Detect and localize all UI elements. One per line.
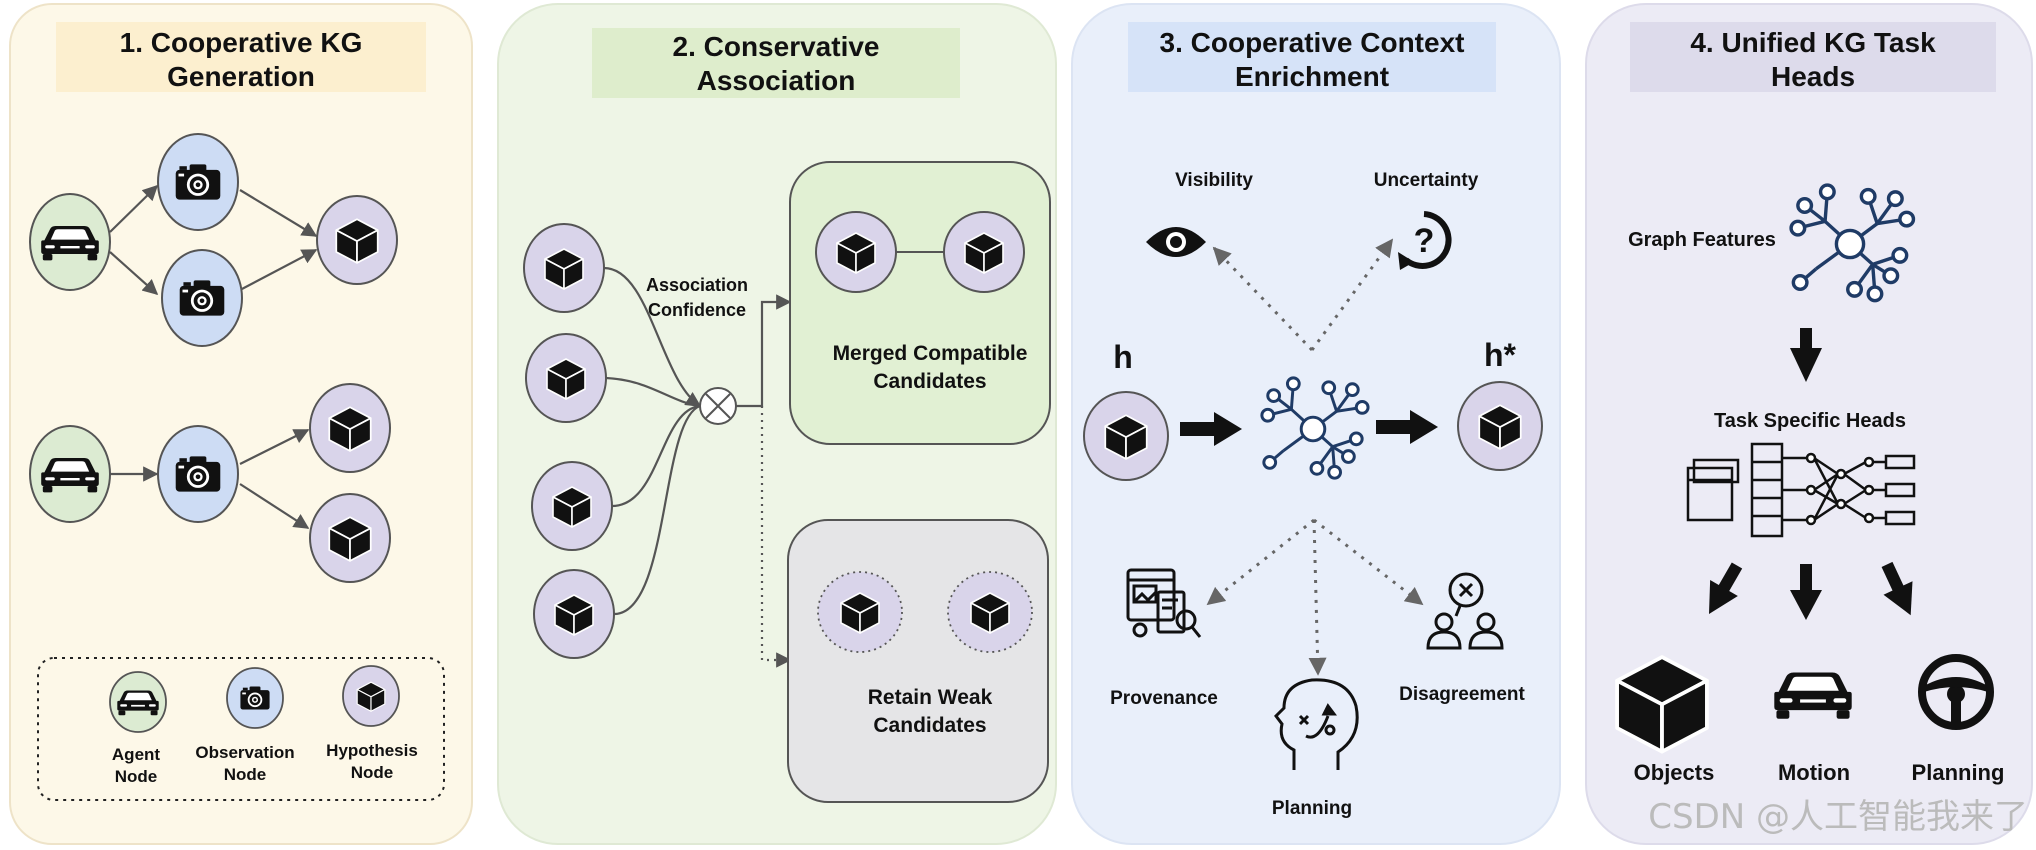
- panel2-title-box: [592, 28, 960, 98]
- down-arrow-icon: [1790, 328, 1822, 382]
- panel3-title-line1: 3. Cooperative Context: [1160, 27, 1465, 58]
- planning-label: Planning: [1272, 798, 1352, 819]
- hypothesis-node: [531, 461, 613, 551]
- eye-icon: [1146, 227, 1206, 257]
- merged-candidates-box: Merged Compatible Candidates: [789, 161, 1051, 445]
- hypothesis-node: [309, 383, 391, 473]
- association-label-1: Association: [646, 275, 748, 295]
- panel3-title-line2: Enrichment: [1235, 61, 1389, 92]
- merged-label-1: Merged Compatible: [833, 342, 1028, 365]
- merged-label-2: Candidates: [873, 370, 986, 393]
- planning-output-label: Planning: [1912, 760, 2005, 785]
- panel3-title-box: [1128, 22, 1496, 92]
- panel4-title-line2: Heads: [1771, 61, 1855, 92]
- hypothesis-node: [523, 223, 605, 313]
- retain-label-1: Retain Weak: [868, 686, 993, 709]
- svg-text:?: ?: [1414, 222, 1435, 260]
- panel1-title-line1: 1. Cooperative KG: [120, 27, 363, 58]
- panel2-title-line2: Association: [697, 65, 856, 96]
- hypothesis-node: [316, 195, 398, 285]
- disagreement-label: Disagreement: [1399, 684, 1525, 705]
- thick-arrow-icon: [1376, 410, 1438, 444]
- association-curves: [603, 266, 792, 668]
- panel1-title-line2: Generation: [167, 61, 315, 92]
- watermark: CSDN @人工智能我来了: [1648, 797, 2028, 837]
- hypothesis-node: [525, 333, 607, 423]
- hypothesis-node: [1083, 391, 1169, 481]
- agent-node: [29, 193, 111, 291]
- visibility-label: Visibility: [1175, 170, 1253, 191]
- legend-observation-label-1: Observation: [195, 743, 294, 762]
- panel-conservative-association: 2. Conservative Association Association …: [497, 3, 1057, 845]
- motion-label: Motion: [1778, 760, 1850, 785]
- legend-observation-label-2: Node: [224, 765, 267, 784]
- objects-label: Objects: [1634, 760, 1715, 785]
- observation-node: [157, 133, 239, 231]
- observation-node: [161, 249, 243, 347]
- output-arrow-icon: [1709, 562, 1743, 614]
- legend: Agent Node Observation Node Hypothesis N…: [37, 657, 445, 801]
- legend-agent-label-2: Node: [115, 767, 158, 786]
- disagreement-icon: [1426, 572, 1504, 650]
- agent-node: [29, 425, 111, 523]
- enriched-hypothesis-node: [1457, 381, 1543, 471]
- legend-agent-label-1: Agent: [112, 745, 161, 764]
- panel1-title-box: [56, 22, 426, 92]
- planning-head-icon: [1274, 678, 1359, 770]
- context-dotted-arrows: [1206, 238, 1424, 676]
- panel4-background: [1585, 3, 2033, 845]
- graph-features-label: Graph Features: [1628, 229, 1776, 251]
- retain-weak-candidates-box: Retain Weak Candidates: [787, 519, 1049, 803]
- output-arrow-icon: [1790, 564, 1822, 620]
- panel4-title-box: [1630, 22, 1996, 92]
- steering-wheel-icon: [1918, 654, 1994, 730]
- association-label-2: Confidence: [648, 300, 746, 320]
- panel-cooperative-context-enrichment: 3. Cooperative Context Enrichment Visibi…: [1071, 3, 1561, 845]
- retain-label-2: Candidates: [873, 714, 986, 737]
- hypothesis-node: [309, 493, 391, 583]
- panel-unified-kg-task-heads: 4. Unified KG Task Heads Graph Features …: [1585, 3, 2033, 845]
- legend-hypothesis-label-2: Node: [351, 763, 394, 782]
- output-arrow-icon: [1881, 561, 1913, 616]
- uncertainty-icon: ?: [1398, 211, 1452, 270]
- kg-edges: [109, 184, 318, 529]
- panel4-title-line1: 4. Unified KG Task: [1690, 27, 1936, 58]
- hypothesis-node: [533, 569, 615, 659]
- provenance-icon: [1126, 568, 1202, 638]
- h-input-label: h: [1113, 339, 1133, 375]
- thick-arrow-icon: [1180, 412, 1242, 446]
- h-output-label: h*: [1484, 337, 1517, 373]
- observation-node: [157, 425, 239, 523]
- fusion-operator: [699, 387, 737, 425]
- uncertainty-label: Uncertainty: [1374, 170, 1479, 191]
- task-heads-label: Task Specific Heads: [1714, 410, 1906, 432]
- provenance-label: Provenance: [1110, 688, 1218, 709]
- panel2-title-line1: 2. Conservative: [673, 31, 880, 62]
- panel-cooperative-kg-generation: 1. Cooperative KG Generation: [9, 3, 473, 845]
- legend-hypothesis-label-1: Hypothesis: [326, 741, 418, 760]
- neural-net-icon: [1686, 442, 1916, 538]
